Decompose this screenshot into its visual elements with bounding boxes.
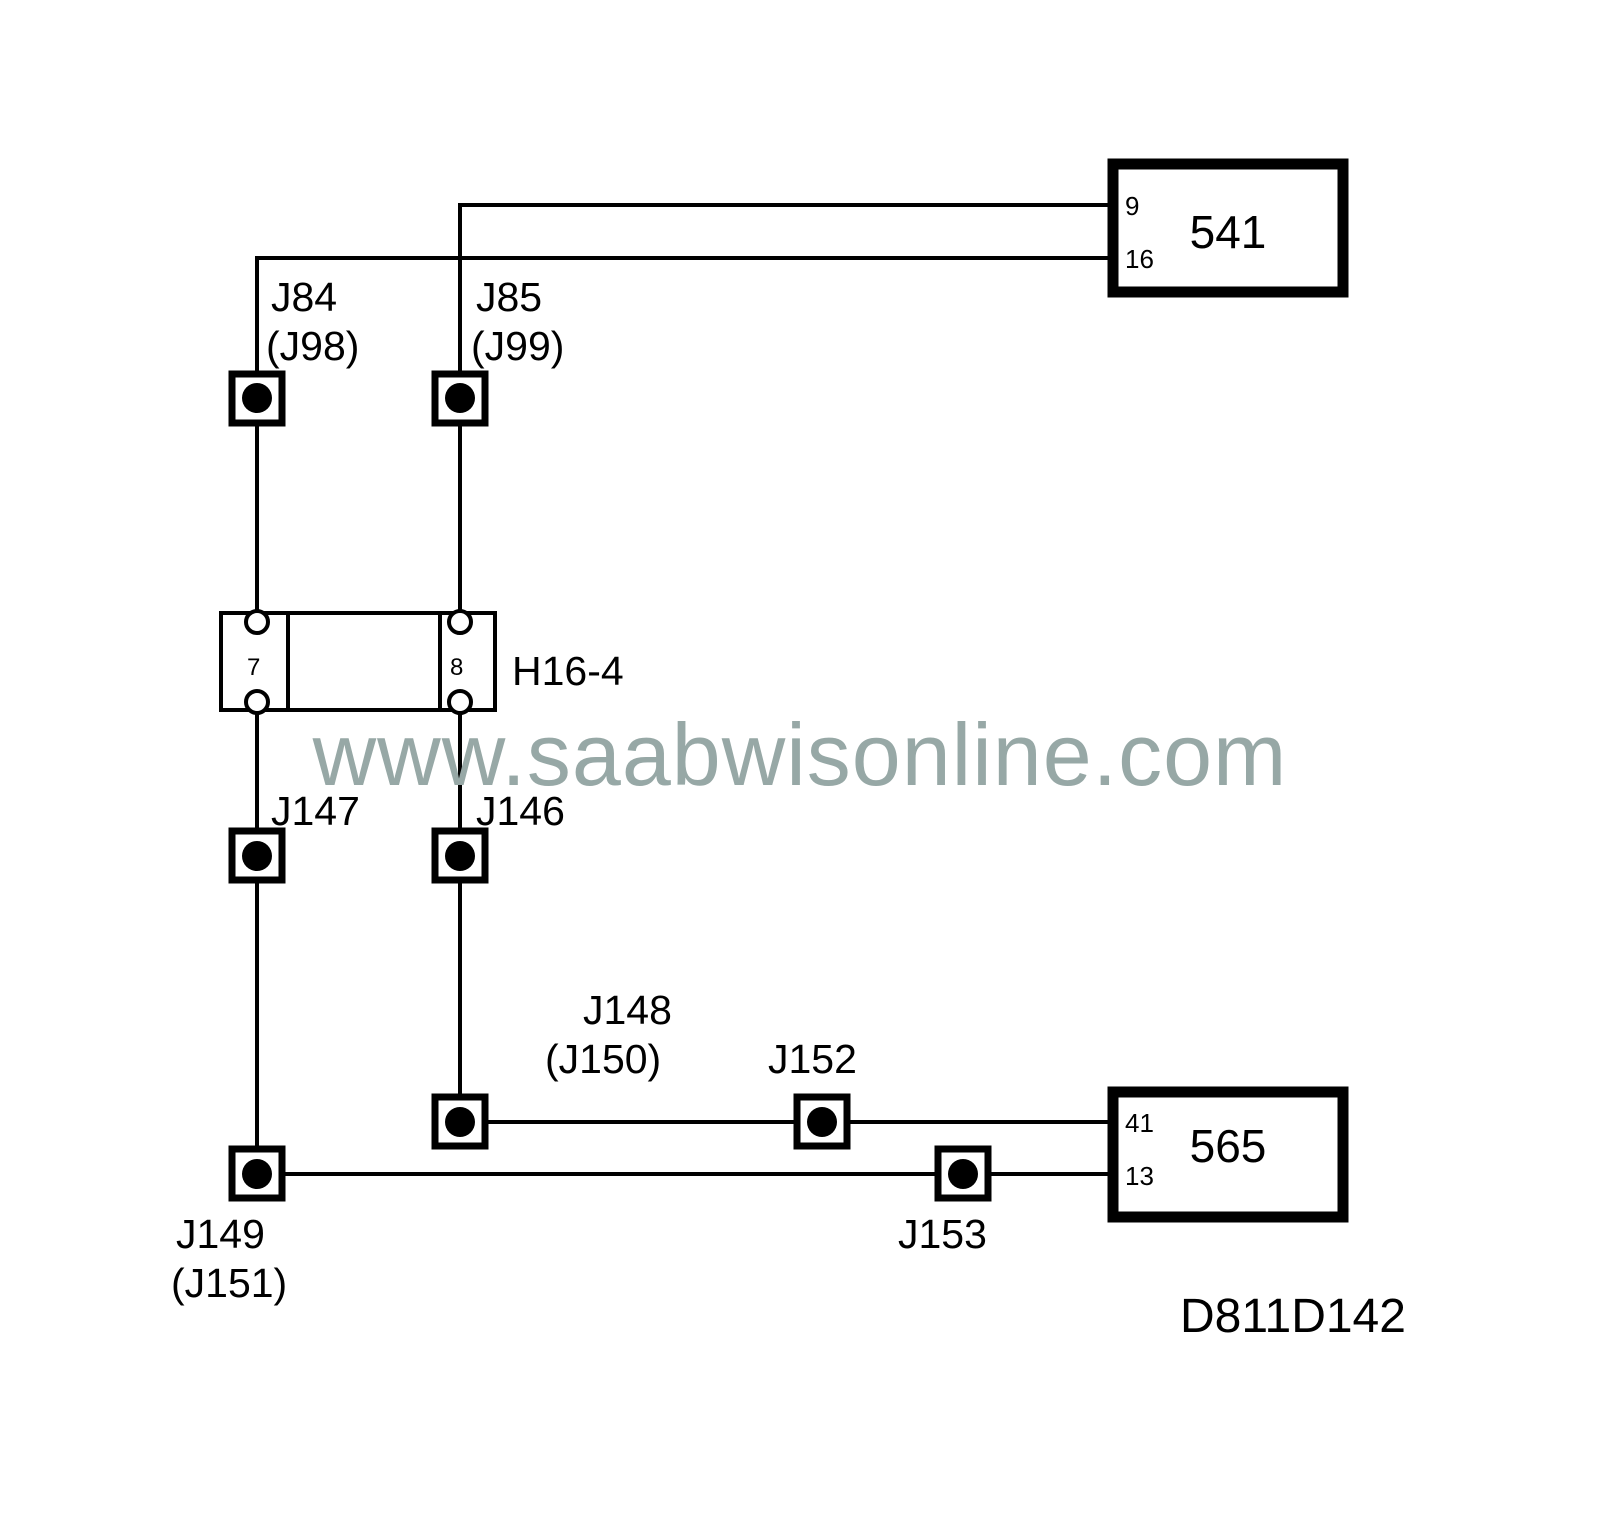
splice-j85-alt-label: (J99): [471, 323, 564, 369]
splice-j84-dot: [242, 383, 272, 413]
connector-h16-4-pin7-bottom-terminal: [244, 689, 270, 715]
connector-h16-4-pin8-bottom-terminal: [447, 689, 473, 715]
splice-j152-label: J152: [768, 1036, 857, 1082]
splice-j84-alt-label: (J98): [266, 323, 359, 369]
splice-j152-dot: [807, 1107, 837, 1137]
watermark-text: www.saabwisonline.com: [312, 705, 1288, 804]
module-541-pin-9-label: 9: [1125, 191, 1139, 221]
connector-h16-4-pin8-top-terminal: [447, 609, 473, 635]
splice-j149-alt-label: (J151): [171, 1260, 287, 1306]
splice-j146-label: J146: [476, 788, 565, 834]
wire-541-pin9-to-j85: [458, 203, 1110, 382]
splice-j153[interactable]: J153: [898, 1145, 992, 1257]
splice-j85[interactable]: J85 (J99): [431, 274, 564, 427]
splice-j149[interactable]: J149 (J151): [171, 1145, 287, 1306]
connector-h16-4[interactable]: 7 8 H16-4: [219, 609, 624, 715]
splice-j149-label: J149: [176, 1211, 265, 1257]
diagram-reference-code: D811D142: [1180, 1290, 1406, 1343]
splice-j153-dot: [948, 1159, 978, 1189]
module-565-body: [1107, 1086, 1349, 1223]
wire-541-pin16-to-j84: [255, 256, 1110, 382]
connector-h16-4-pin8-label: 8: [450, 654, 463, 681]
splice-j146-dot: [445, 841, 475, 871]
connector-h16-4-pin7-top-terminal: [244, 609, 270, 635]
module-565-pin-13-label: 13: [1125, 1161, 1154, 1191]
module-565-pin-41-label: 41: [1125, 1108, 1154, 1138]
splice-j147[interactable]: J147: [228, 788, 360, 884]
splice-j149-dot: [242, 1159, 272, 1189]
splice-j147-label: J147: [271, 788, 360, 834]
splice-j146[interactable]: J146: [431, 788, 565, 884]
splice-j148[interactable]: J148 (J150): [431, 987, 672, 1150]
splice-j147-dot: [242, 841, 272, 871]
splice-j148-dot: [445, 1107, 475, 1137]
module-565[interactable]: 41 13 565: [1107, 1086, 1349, 1223]
splice-j84[interactable]: J84 (J98): [228, 274, 359, 427]
splice-j152[interactable]: J152: [768, 1036, 857, 1150]
connector-h16-4-label: H16-4: [512, 648, 624, 694]
splice-j153-label: J153: [898, 1211, 987, 1257]
splice-j148-label: J148: [583, 987, 672, 1033]
splice-j85-dot: [445, 383, 475, 413]
splice-j152-square: [793, 1093, 851, 1150]
splice-j84-label: J84: [271, 274, 337, 320]
module-541-pin-16-label: 16: [1125, 244, 1154, 274]
splice-j146-square: [431, 827, 489, 884]
module-565-label: 565: [1190, 1120, 1267, 1172]
splice-j148-alt-label: (J150): [545, 1036, 661, 1082]
module-541[interactable]: 9 16 541: [1107, 158, 1349, 298]
splice-j85-label: J85: [476, 274, 542, 320]
module-541-body: [1107, 158, 1349, 298]
module-541-label: 541: [1190, 206, 1267, 258]
connector-h16-4-pin7-label: 7: [247, 654, 260, 681]
